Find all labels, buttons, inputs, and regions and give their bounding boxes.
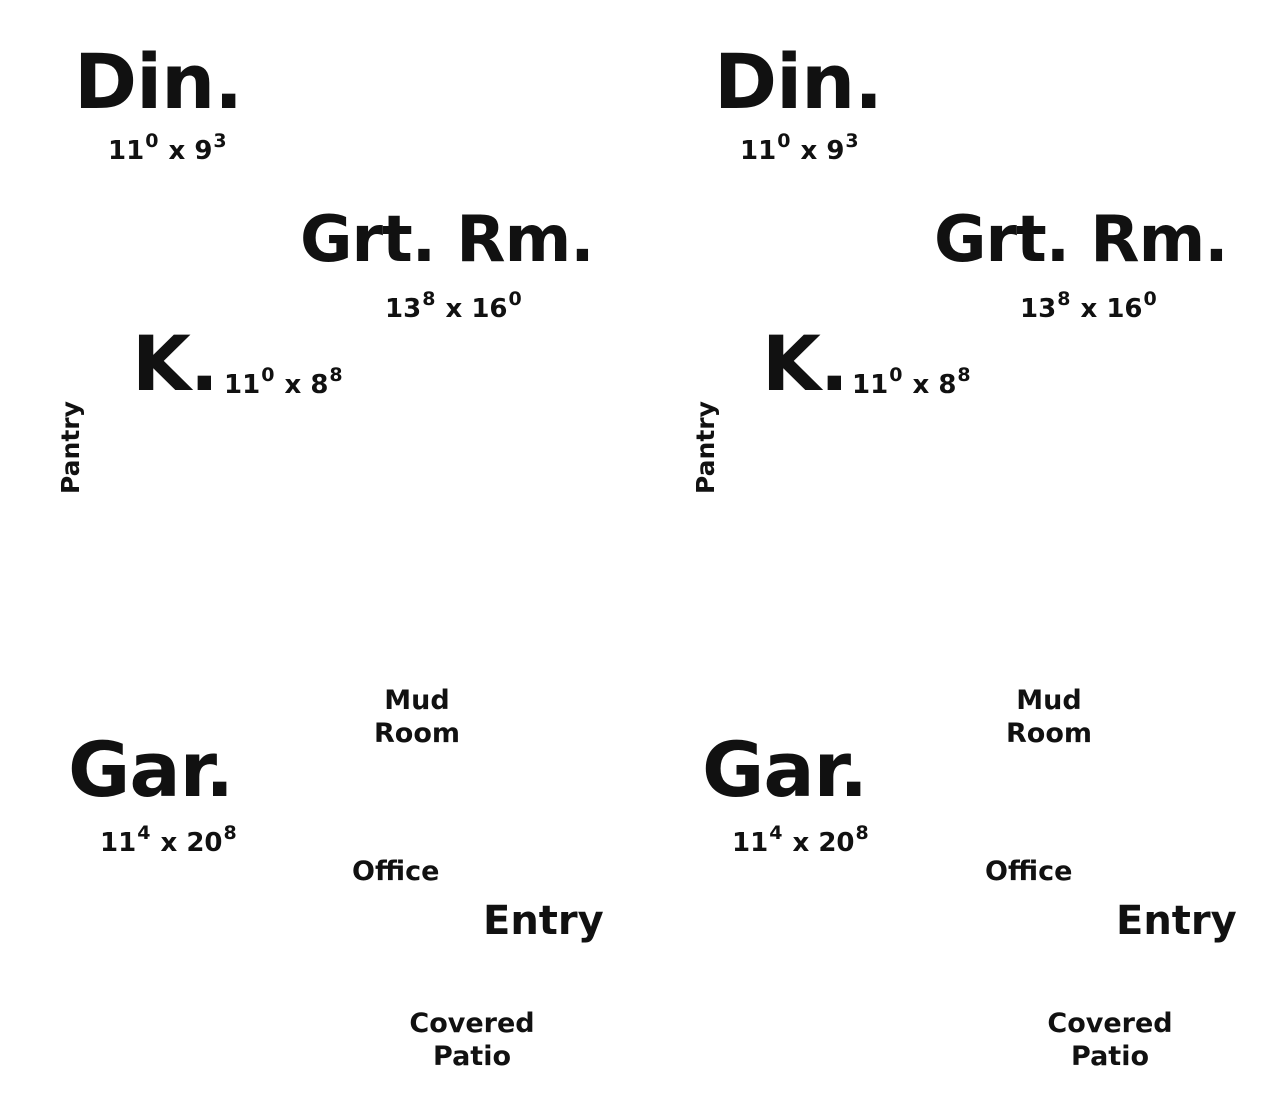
great-room-label: Grt. Rm. (300, 203, 595, 277)
great-room-dimensions: 138 x 160 (385, 288, 522, 324)
great-room-dimensions: 138 x 160 (1020, 288, 1157, 324)
kitchen-label: K. (762, 319, 849, 408)
dining-label: Din. (74, 37, 243, 126)
kitchen-dimensions: 110 x 88 (852, 364, 971, 400)
office-label: Office (352, 856, 440, 887)
office-label: Office (985, 856, 1073, 887)
entry-label: Entry (483, 898, 604, 944)
garage-dimensions: 114 x 208 (732, 822, 869, 858)
garage-dimensions: 114 x 208 (100, 822, 237, 858)
kitchen-dimensions: 110 x 88 (224, 364, 343, 400)
floor-plan-left: Din. 110 x 93 Grt. Rm. 138 x 160 K. 110 … (56, 37, 604, 1073)
great-room-label: Grt. Rm. (934, 203, 1229, 277)
garage-label: Gar. (702, 725, 868, 814)
kitchen-label: K. (132, 319, 219, 408)
dining-dimensions: 110 x 93 (740, 130, 859, 166)
pantry-label: Pantry (56, 401, 85, 494)
pantry-label: Pantry (691, 401, 720, 494)
floor-plan-right: Din. 110 x 93 Grt. Rm. 138 x 160 K. 110 … (634, 0, 1278, 1093)
entry-label: Entry (1116, 898, 1237, 944)
dining-label: Din. (714, 37, 883, 126)
dining-dimensions: 110 x 93 (108, 130, 227, 166)
garage-label: Gar. (68, 725, 234, 814)
